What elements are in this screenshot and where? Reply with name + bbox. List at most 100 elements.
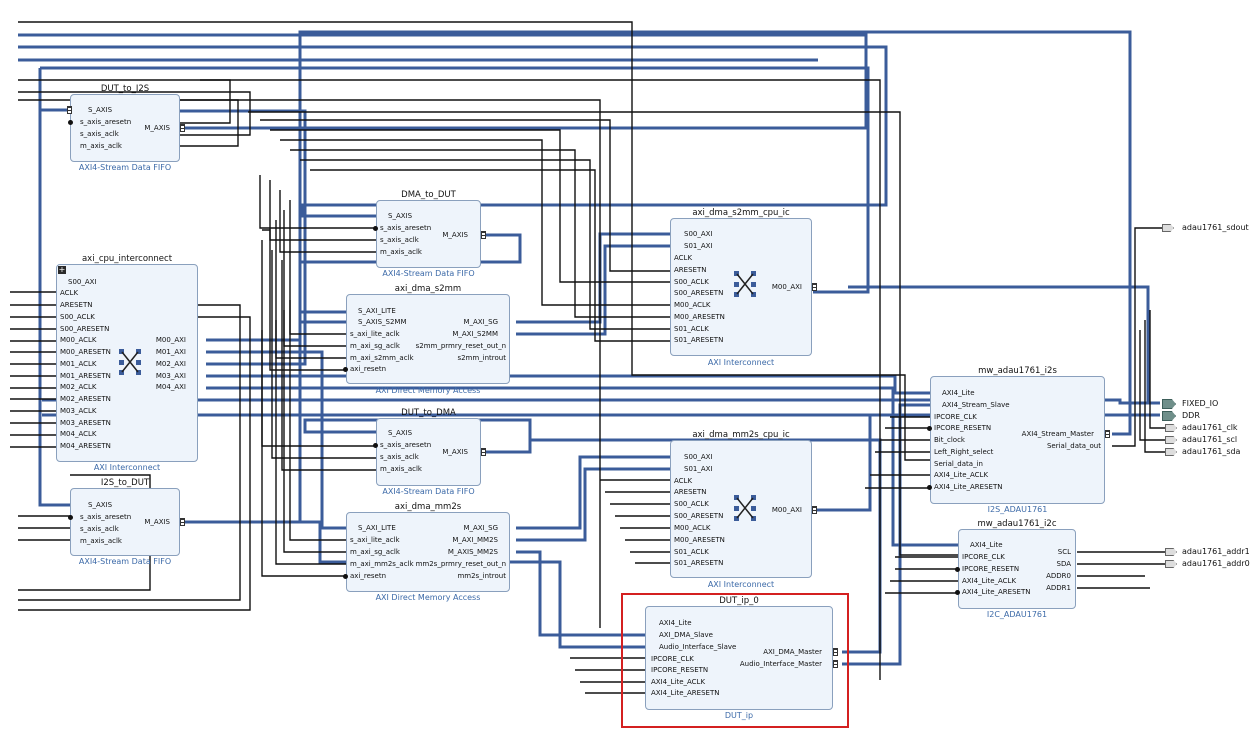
port-label: IPCORE_CLK [934, 413, 977, 421]
port-label: m_axi_sg_aclk [350, 342, 400, 350]
port-label: M02_ACLK [60, 383, 97, 391]
port-label: M00_ACLK [60, 336, 97, 344]
block-title: DUT_to_DMA [401, 408, 456, 418]
external-port-label: adau1761_clk [1182, 423, 1238, 432]
bus-pin-icon [833, 648, 838, 656]
block-ip-name: AXI4-Stream Data FIFO [78, 163, 172, 172]
port-label: M04_ARESETN [60, 442, 111, 450]
port-label: S_AXIS [388, 429, 413, 437]
port-label: S00_ACLK [674, 500, 709, 508]
port-label: m_axi_sg_aclk [350, 548, 400, 556]
port-label: M_AXIS [442, 448, 468, 456]
port-label: ACLK [674, 477, 693, 485]
port-label: m_axi_mm2s_aclk [350, 560, 414, 568]
reset-pin-icon [68, 515, 73, 520]
port-label: M_AXIS_MM2S [447, 548, 498, 556]
port-label: SCL [1057, 548, 1071, 556]
block-title: DUT_to_I2S [100, 84, 150, 94]
port-label: M00_AXI [771, 283, 802, 291]
port-label: s_axis_aresetn [380, 441, 432, 449]
external-port-label: adau1761_addr0 [1182, 559, 1250, 568]
port-label: M04_ACLK [60, 430, 97, 438]
port-label: M00_ARESETN [674, 536, 725, 544]
port-label: ACLK [60, 289, 79, 297]
port-label: Left_Right_select [934, 448, 994, 456]
port-label: M01_ACLK [60, 360, 97, 368]
port-label: m_axis_aclk [80, 142, 122, 150]
port-label: S_AXI_LITE [358, 524, 396, 532]
output-port-icon[interactable] [1162, 224, 1174, 232]
port-label: AXI4_Stream_Slave [942, 401, 1010, 409]
block-title: DMA_to_DUT [401, 190, 456, 200]
block-dma-to-dut[interactable] [376, 200, 481, 268]
port-label: s_axi_lite_aclk [350, 330, 400, 338]
block-ip-name: AXI Direct Memory Access [375, 386, 481, 395]
port-label: M02_ARESETN [60, 395, 111, 403]
bus-pin-icon [180, 124, 185, 132]
port-label: IPCORE_RESETN [651, 666, 709, 674]
external-port-label: FIXED_IO [1182, 399, 1219, 408]
block-title: axi_cpu_interconnect [81, 254, 173, 264]
external-port-label: adau1761_sdout [1182, 223, 1249, 232]
output-port-icon[interactable] [1165, 560, 1177, 568]
port-label: AXI4_Lite_ARESETN [651, 689, 720, 697]
output-port-icon[interactable] [1165, 424, 1177, 432]
selection-highlight [621, 593, 849, 728]
block-mw-adau1761-i2c[interactable] [958, 529, 1076, 609]
port-label: S_AXIS [88, 501, 113, 509]
reset-pin-icon [927, 426, 932, 431]
port-label: AXI4_Stream_Master [1021, 430, 1094, 438]
port-label: s_axis_aclk [380, 236, 419, 244]
port-label: m_axi_s2mm_aclk [350, 354, 414, 362]
port-label: S00_AXI [68, 278, 97, 286]
port-label: axi_resetn [350, 572, 387, 580]
port-label: M_AXIS [144, 518, 170, 526]
port-label: S01_AXI [684, 242, 713, 250]
bus-pin-icon [833, 660, 838, 668]
port-label: s_axi_lite_aclk [350, 536, 400, 544]
bus-port-icon[interactable] [1162, 411, 1176, 421]
block-dut-to-dma[interactable] [376, 418, 481, 486]
block-ip-name: AXI4-Stream Data FIFO [382, 269, 475, 278]
block-ip-name: AXI Interconnect [707, 358, 775, 367]
output-port-icon[interactable] [1165, 548, 1177, 556]
block-title: I2S_to_DUT [100, 478, 150, 488]
expand-icon[interactable]: + [58, 265, 66, 274]
block-axi-dma-s2mm-cpu-ic[interactable] [670, 218, 812, 356]
bus-pin-icon [812, 506, 817, 514]
block-axi-dma-mm2s[interactable] [346, 512, 510, 592]
block-dut-ip-0[interactable] [645, 606, 833, 710]
block-mw-adau1761-i2s[interactable] [930, 376, 1105, 504]
port-label: M02_AXI [155, 360, 186, 368]
port-label: s_axis_aclk [80, 130, 119, 138]
port-label: Bit_clock [934, 436, 965, 444]
port-label: ARESETN [60, 301, 93, 309]
bus-pin-icon [812, 283, 817, 291]
block-ip-name: AXI4-Stream Data FIFO [78, 557, 172, 566]
block-title: mw_adau1761_i2c [977, 519, 1057, 529]
block-axi-cpu-interconnect[interactable] [56, 264, 198, 462]
port-label: IPCORE_CLK [962, 553, 1005, 561]
bus-port-icon[interactable] [1162, 399, 1176, 409]
block-dut-to-i2s[interactable] [70, 94, 180, 162]
output-port-icon[interactable] [1165, 436, 1177, 444]
port-label: S_AXIS [388, 212, 413, 220]
block-axi-dma-mm2s-cpu-ic[interactable] [670, 440, 812, 578]
port-label: AXI4_Lite_ARESETN [962, 588, 1031, 596]
block-title: axi_dma_s2mm_cpu_ic [692, 208, 790, 218]
inout-port-icon[interactable] [1165, 448, 1177, 456]
port-label: M_AXI_SG [463, 318, 498, 326]
reset-pin-icon [343, 367, 348, 372]
port-label: M00_AXI [771, 506, 802, 514]
block-axi-dma-s2mm[interactable] [346, 294, 510, 384]
port-label: M03_AXI [155, 372, 186, 380]
port-label: AXI4_Lite_ACLK [651, 678, 706, 686]
port-label: IPCORE_RESETN [934, 424, 992, 432]
port-label: S01_ARESETN [674, 559, 724, 567]
block-i2s-to-dut[interactable] [70, 488, 180, 556]
port-label: S_AXI_LITE [358, 307, 396, 315]
block-title: axi_dma_s2mm [394, 284, 462, 294]
port-label: s_axis_aclk [380, 453, 419, 461]
crossbar-icon [734, 271, 756, 297]
port-label: S00_ACLK [60, 313, 95, 321]
